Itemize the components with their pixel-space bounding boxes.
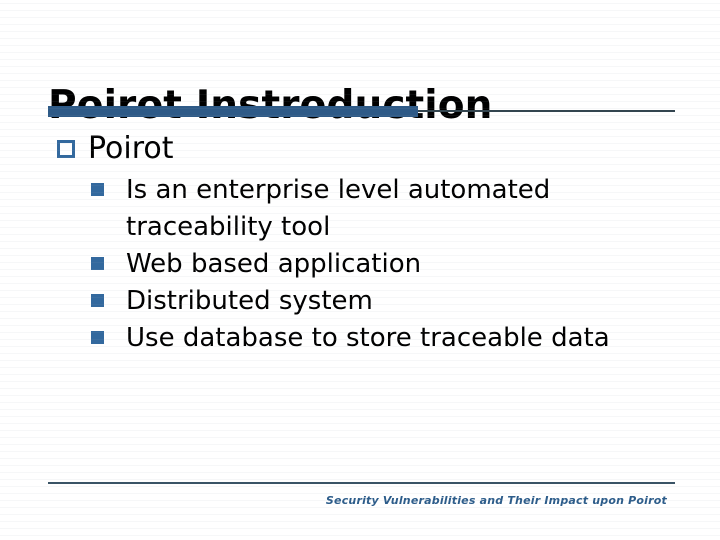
bullet-level2-label: Web based application (126, 249, 422, 279)
filled-square-bullet-icon (91, 257, 104, 270)
bullet-item-level2: Web based application (48, 246, 688, 283)
bullet-level1-label: Poirot (88, 131, 174, 166)
bullet-item-level1: Poirot (48, 130, 688, 168)
title-divider-accent-bar (48, 106, 418, 117)
hollow-square-bullet-icon (57, 140, 75, 158)
filled-square-bullet-icon (91, 294, 104, 307)
bullet-level2-label: Distributed system (126, 286, 373, 316)
filled-square-bullet-icon (91, 331, 104, 344)
filled-square-bullet-icon (91, 183, 104, 196)
footer-divider (48, 482, 675, 484)
bullet-sublist: Is an enterprise level automated traceab… (48, 172, 688, 357)
page-title: Poirot Instroduction (48, 82, 688, 130)
bullet-item-level2: Is an enterprise level automated traceab… (48, 172, 688, 246)
bullet-item-level2: Distributed system (48, 283, 688, 320)
slide-body: Poirot Is an enterprise level automated … (48, 130, 688, 357)
bullet-level2-label: Is an enterprise level automated traceab… (126, 175, 551, 242)
bullet-level2-label: Use database to store traceable data (126, 323, 610, 353)
bullet-item-level2: Use database to store traceable data (48, 320, 688, 357)
slide-footer-text: Security Vulnerabilities and Their Impac… (325, 494, 667, 507)
